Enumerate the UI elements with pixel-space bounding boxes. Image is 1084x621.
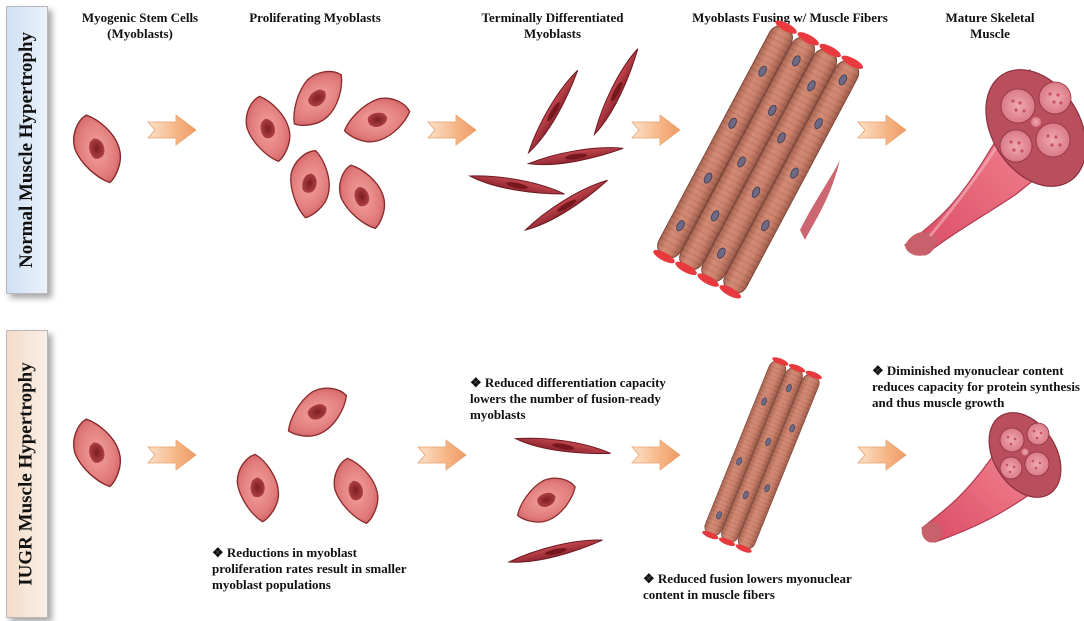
note-synthesis: ❖ Diminished myonuclear content reduces … — [872, 363, 1080, 410]
arrow-icon — [857, 114, 907, 146]
row-label-normal: Normal Muscle Hypertrophy — [6, 6, 48, 294]
note-proliferation: ❖ Reductions in myoblast proliferation r… — [212, 545, 407, 592]
iugr-stem-cell — [69, 414, 125, 492]
stage-differentiated: Terminally Differentiated Myoblasts — [481, 10, 624, 41]
stage-proliferating: Proliferating Myoblasts — [249, 10, 381, 25]
iugr-differentiated-cells — [507, 431, 612, 567]
arrow-icon — [417, 439, 467, 471]
arrow-icon — [631, 439, 681, 471]
normal-fusing-fibers — [651, 17, 866, 302]
normal-differentiated-cells — [468, 46, 644, 235]
note-fusion: ❖ Reduced fusion lowers myonuclear conte… — [643, 571, 852, 602]
iugr-proliferating-cells — [233, 380, 381, 527]
arrow-icon — [147, 114, 197, 146]
arrow-icon — [427, 114, 477, 146]
arrow-icon — [147, 439, 197, 471]
note-differentiation: ❖ Reduced differentiation capacity lower… — [470, 375, 666, 422]
normal-proliferating-cells — [243, 61, 413, 235]
arrow-icon — [857, 439, 907, 471]
stage-mature: Mature Skeletal Muscle — [945, 10, 1035, 41]
stage-stem-cells: Myogenic Stem Cells (Myoblasts) — [81, 10, 199, 41]
stage-fusing: Myoblasts Fusing w/ Muscle Fibers — [692, 10, 888, 25]
arrow-icon — [631, 114, 681, 146]
normal-stem-cell — [69, 110, 125, 188]
normal-mature-muscle — [903, 68, 1084, 256]
row-label-iugr: IUGR Muscle Hypertrophy — [6, 330, 48, 618]
iugr-mature-muscle — [921, 412, 1062, 543]
iugr-fusing-fibers — [700, 355, 824, 555]
